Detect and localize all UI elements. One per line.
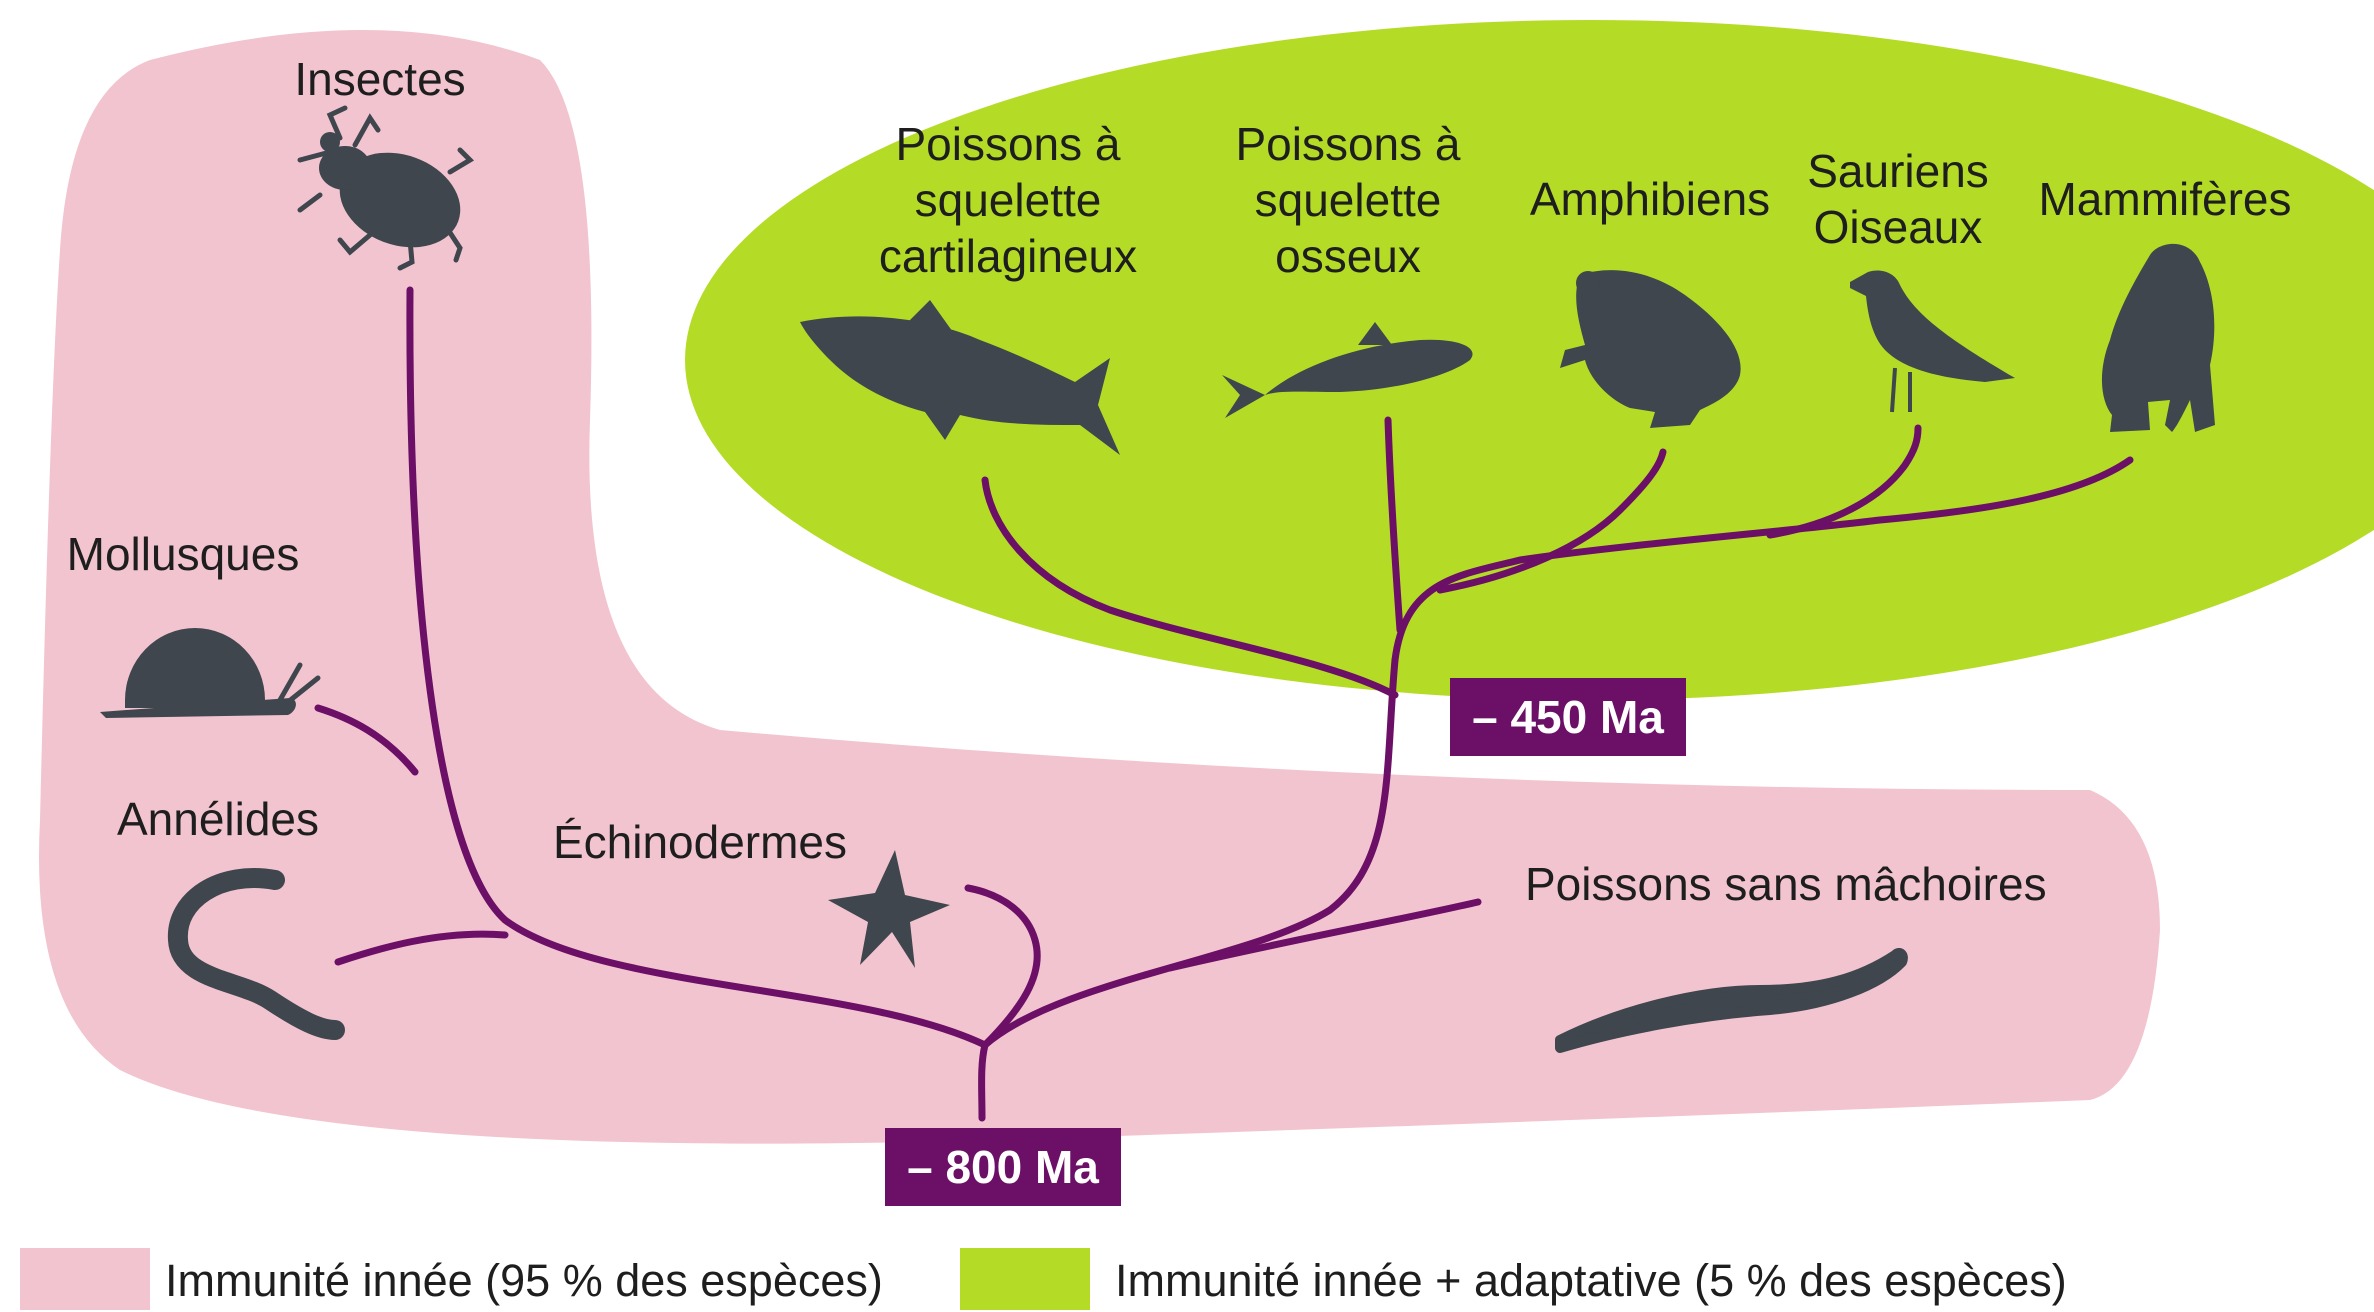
legend-swatch-innate [20,1248,150,1310]
label-insectes: Insectes [294,53,465,105]
tree-root [982,1045,985,1118]
label-sauriens: Sauriens [1807,145,1989,197]
label-poissons-osseux-2: squelette [1255,174,1442,226]
label-poissons-sans-machoires: Poissons sans mâchoires [1525,858,2047,910]
label-mammiferes: Mammifères [2038,173,2291,225]
legend-label-adaptive: Immunité innée + adaptative (5 % des esp… [1115,1255,2067,1306]
label-poissons-cartilagineux-3: cartilagineux [879,230,1137,282]
label-poissons-cartilagineux-1: Poissons à [895,118,1120,170]
label-poissons-osseux-1: Poissons à [1235,118,1460,170]
label-mollusques: Mollusques [67,528,300,580]
label-poissons-osseux-3: osseux [1275,230,1421,282]
label-poissons-cartilagineux-2: squelette [915,174,1102,226]
badge-800-ma: – 800 Ma [885,1128,1121,1206]
legend: Immunité innée (95 % des espèces) Immuni… [20,1248,2067,1310]
label-echinodermes: Échinodermes [553,816,847,868]
badge-450-ma: – 450 Ma [1450,678,1686,756]
legend-label-innate: Immunité innée (95 % des espèces) [165,1255,883,1306]
label-oiseaux: Oiseaux [1814,201,1983,253]
legend-swatch-adaptive [960,1248,1090,1310]
svg-text:– 450 Ma: – 450 Ma [1472,691,1664,743]
svg-text:– 800 Ma: – 800 Ma [907,1141,1099,1193]
label-amphibiens: Amphibiens [1530,173,1770,225]
label-annelides: Annélides [117,793,319,845]
